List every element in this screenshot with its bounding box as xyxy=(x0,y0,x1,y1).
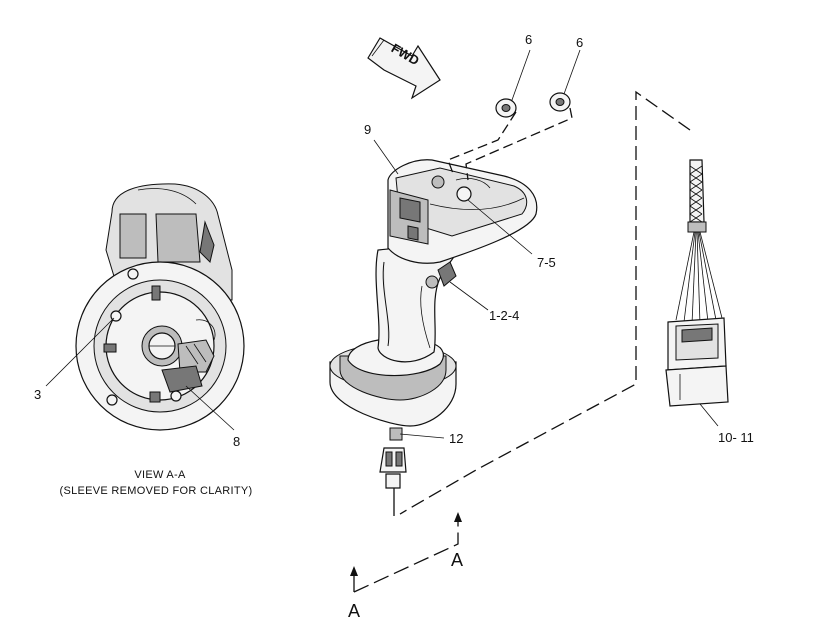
fwd-arrow: FWD xyxy=(367,37,441,100)
leader-1-2-4 xyxy=(449,281,489,311)
leader-6b xyxy=(563,49,581,95)
section-line-a-a xyxy=(350,512,462,593)
leader-12 xyxy=(399,433,445,439)
view-caption-title: VIEW A-A xyxy=(134,469,186,481)
harness-route-line xyxy=(399,90,691,515)
callout-9: 9 xyxy=(364,122,371,137)
explode-line-6a xyxy=(447,111,517,177)
callout-3: 3 xyxy=(34,387,41,402)
control-grip-assembly xyxy=(329,159,538,516)
leader-9 xyxy=(373,139,399,175)
leader-3 xyxy=(45,317,115,387)
explode-line-6b xyxy=(465,107,573,181)
section-label-upper: A xyxy=(451,550,463,570)
callout-8: 8 xyxy=(233,434,240,449)
callout-7-5: 7-5 xyxy=(537,255,556,270)
washer-6a xyxy=(495,98,517,118)
leader-8 xyxy=(185,385,235,431)
callout-6a: 6 xyxy=(525,32,532,47)
view-caption-subtitle: (SLEEVE REMOVED FOR CLARITY) xyxy=(60,485,253,497)
view-a-a-assembly xyxy=(75,183,245,431)
callout-1-2-4: 1-2-4 xyxy=(489,308,519,323)
leader-6a xyxy=(511,49,531,101)
section-label-lower: A xyxy=(348,601,360,621)
callout-10-11: 10- 11 xyxy=(718,430,754,445)
leader-10-11 xyxy=(699,403,719,427)
callout-6b: 6 xyxy=(576,35,583,50)
washer-6b xyxy=(549,92,571,112)
leader-7-5 xyxy=(467,199,533,255)
callout-12: 12 xyxy=(449,431,463,446)
harness-connector xyxy=(665,159,729,407)
